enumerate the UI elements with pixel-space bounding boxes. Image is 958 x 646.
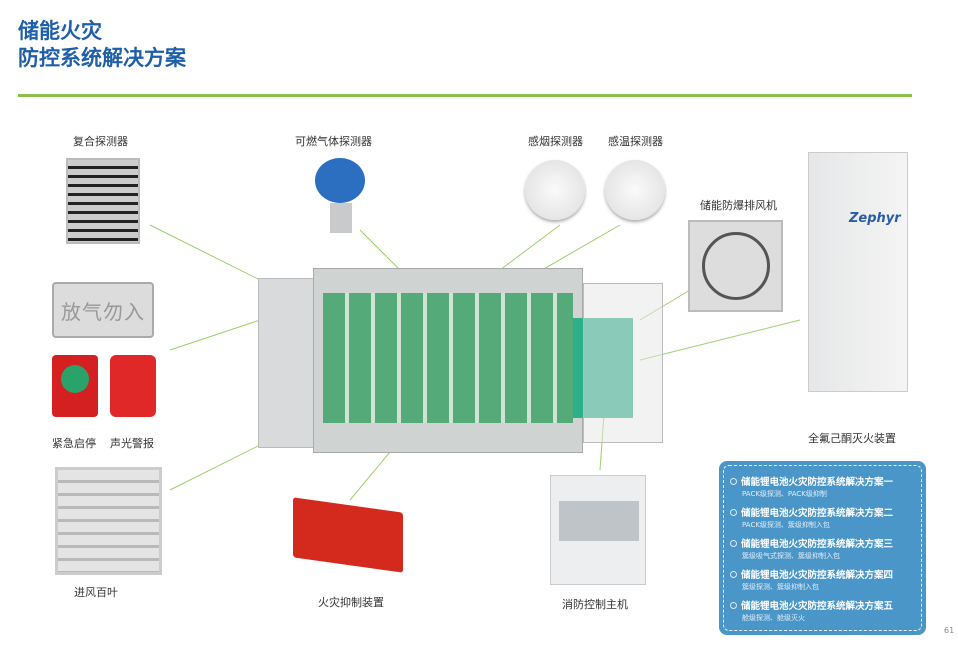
label-exhaust-fan: 储能防爆排风机 [700,199,777,212]
solution-title: 储能锂电池火灾防控系统解决方案一 [741,477,894,488]
label-emergency-stop: 紧急启停 [52,437,96,450]
emergency-stop-image [52,355,98,417]
label-heat-detector: 感温探测器 [608,135,663,148]
heat-detector-image [605,160,665,220]
label-gas-detector: 可燃气体探测器 [295,135,372,148]
solution-subtitle: 簇级吸气式探测、簇级抑制入包 [742,552,840,560]
bullet-icon [730,571,737,578]
label-extinguisher: 全氟己酮灭火装置 [808,432,896,445]
solution-title: 储能锂电池火灾防控系统解决方案三 [741,539,894,550]
solution-title: 储能锂电池火灾防控系统解决方案四 [741,570,894,581]
composite-detector-image [66,158,140,244]
exhaust-fan-image [688,220,783,312]
solution-item: 储能锂电池火灾防控系统解决方案三簇级吸气式探测、簇级抑制入包 [730,536,915,561]
solution-item: 储能锂电池火灾防控系统解决方案四簇级探测、簇级抑制入包 [730,567,915,592]
solution-item: 储能锂电池火灾防控系统解决方案五舱级探测、舱级灭火 [730,598,915,623]
bullet-icon [730,540,737,547]
solution-subtitle: 簇级探测、簇级抑制入包 [742,583,819,591]
page-number: 61 [944,626,955,635]
solution-item: 储能锂电池火灾防控系统解决方案一 PACK级探测、PACK级抑制 [730,474,915,499]
brand-logo: Zephyr [849,211,901,226]
solution-item: 储能锂电池火灾防控系统解决方案二 PACK级探测、簇级抑制入包 [730,505,915,530]
solution-subtitle: PACK级探测、PACK级抑制 [742,490,827,498]
alarm-image [110,355,156,417]
label-smoke-detector: 感烟探测器 [528,135,583,148]
louver-image [55,467,162,575]
label-alarm: 声光警报 [110,437,154,450]
solution-subtitle: PACK级探测、簇级抑制入包 [742,521,830,529]
extinguisher-cabinet-image: Zephyr [808,152,908,392]
smoke-detector-image [525,160,585,220]
solution-subtitle: 舱级探测、舱级灭火 [742,614,805,622]
no-entry-sign: 放气勿入 [52,282,154,338]
label-composite-detector: 复合探测器 [73,135,128,148]
bullet-icon [730,509,737,516]
bullet-icon [730,478,737,485]
label-louver: 进风百叶 [74,586,118,599]
solution-title: 储能锂电池火灾防控系统解决方案五 [741,601,894,612]
gas-detector-image [300,158,385,238]
label-controller: 消防控制主机 [562,598,628,611]
label-suppression: 火灾抑制装置 [318,596,384,609]
page-title: 储能火灾 防控系统解决方案 [18,19,186,70]
energy-storage-container [258,268,663,458]
bullet-icon [730,602,737,609]
solution-title: 储能锂电池火灾防控系统解决方案二 [741,508,894,519]
fire-controller-image [550,475,646,585]
divider [18,94,912,97]
